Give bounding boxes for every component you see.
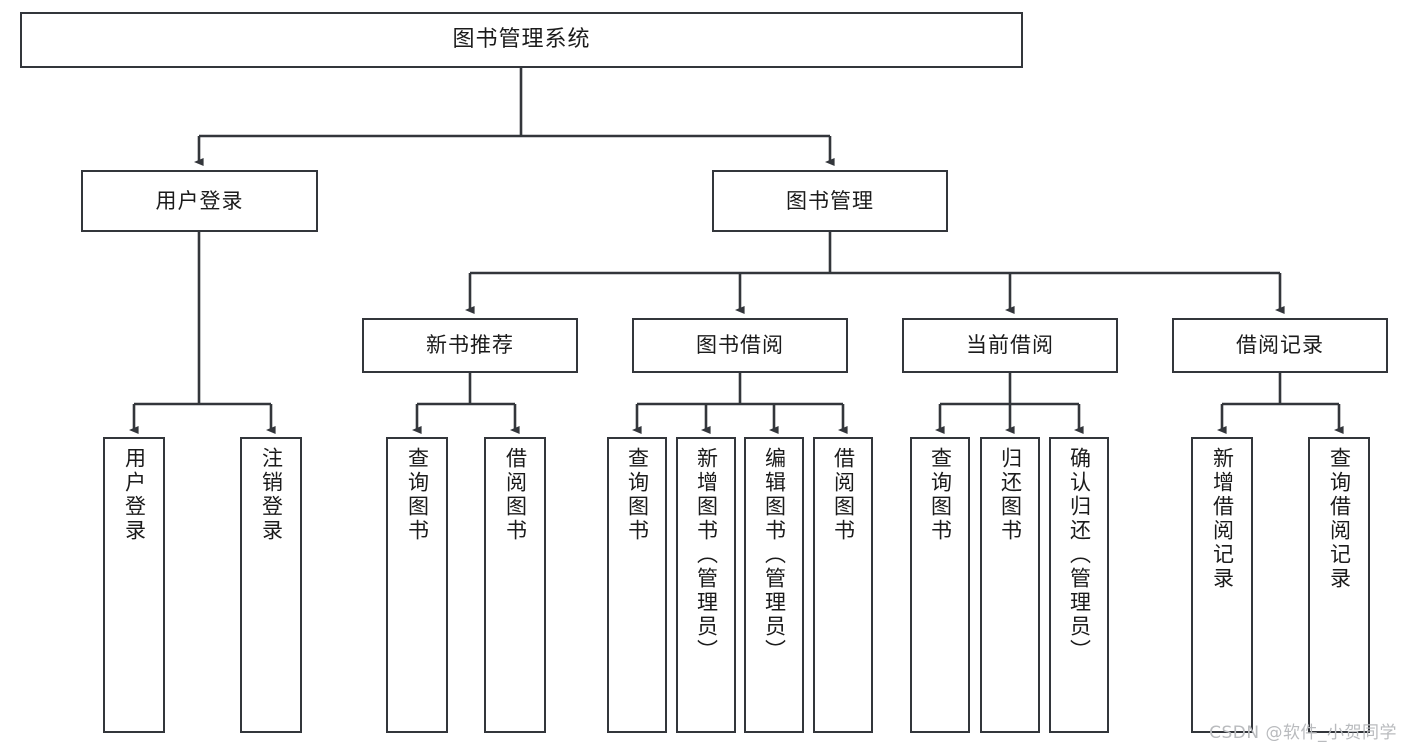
node-new-book-recommend[interactable]: 新书推荐: [362, 318, 578, 373]
leaf-user-login-logout[interactable]: 注销登录: [240, 437, 302, 733]
node-label: 借阅记录: [1236, 333, 1324, 358]
node-label: 图书管理: [786, 188, 874, 213]
node-label: 归还图书: [998, 447, 1023, 543]
leaf-borrow-add-book-admin[interactable]: 新增图书（管理员）: [676, 437, 736, 733]
node-label: 新书推荐: [426, 333, 514, 358]
node-label: 图书借阅: [696, 333, 784, 358]
node-label: 确认归还（管理员）: [1067, 447, 1092, 663]
node-label: 当前借阅: [966, 333, 1054, 358]
node-book-management[interactable]: 图书管理: [712, 170, 948, 232]
node-label: 新增借阅记录: [1210, 447, 1235, 591]
node-label: 查询图书: [405, 447, 430, 543]
node-borrow-record[interactable]: 借阅记录: [1172, 318, 1388, 373]
leaf-recommend-query-book[interactable]: 查询图书: [386, 437, 448, 733]
node-label: 注销登录: [259, 447, 284, 543]
node-label: 编辑图书（管理员）: [762, 447, 787, 663]
leaf-borrow-edit-book-admin[interactable]: 编辑图书（管理员）: [744, 437, 804, 733]
node-label: 查询图书: [928, 447, 953, 543]
node-current-borrow[interactable]: 当前借阅: [902, 318, 1118, 373]
node-label: 查询图书: [625, 447, 650, 543]
leaf-recommend-borrow-book[interactable]: 借阅图书: [484, 437, 546, 733]
csdn-watermark: CSDN @软件_小贺同学: [1209, 723, 1397, 743]
leaf-user-login-login[interactable]: 用户登录: [103, 437, 165, 733]
leaf-borrow-borrow-book[interactable]: 借阅图书: [813, 437, 873, 733]
leaf-current-query-book[interactable]: 查询图书: [910, 437, 970, 733]
node-label: 新增图书（管理员）: [694, 447, 719, 663]
node-label: 借阅图书: [503, 447, 528, 543]
leaf-borrow-query-book[interactable]: 查询图书: [607, 437, 667, 733]
leaf-current-return-book[interactable]: 归还图书: [980, 437, 1040, 733]
node-label: 图书管理系统: [452, 27, 591, 53]
leaf-current-confirm-return-admin[interactable]: 确认归还（管理员）: [1049, 437, 1109, 733]
node-label: 用户登录: [122, 447, 147, 543]
node-user-login[interactable]: 用户登录: [81, 170, 318, 232]
node-root-system[interactable]: 图书管理系统: [20, 12, 1023, 68]
node-label: 用户登录: [155, 188, 244, 213]
leaf-record-add-record[interactable]: 新增借阅记录: [1191, 437, 1253, 733]
node-label: 借阅图书: [831, 447, 856, 543]
node-label: 查询借阅记录: [1327, 447, 1352, 591]
node-book-borrow[interactable]: 图书借阅: [632, 318, 848, 373]
leaf-record-query-record[interactable]: 查询借阅记录: [1308, 437, 1370, 733]
